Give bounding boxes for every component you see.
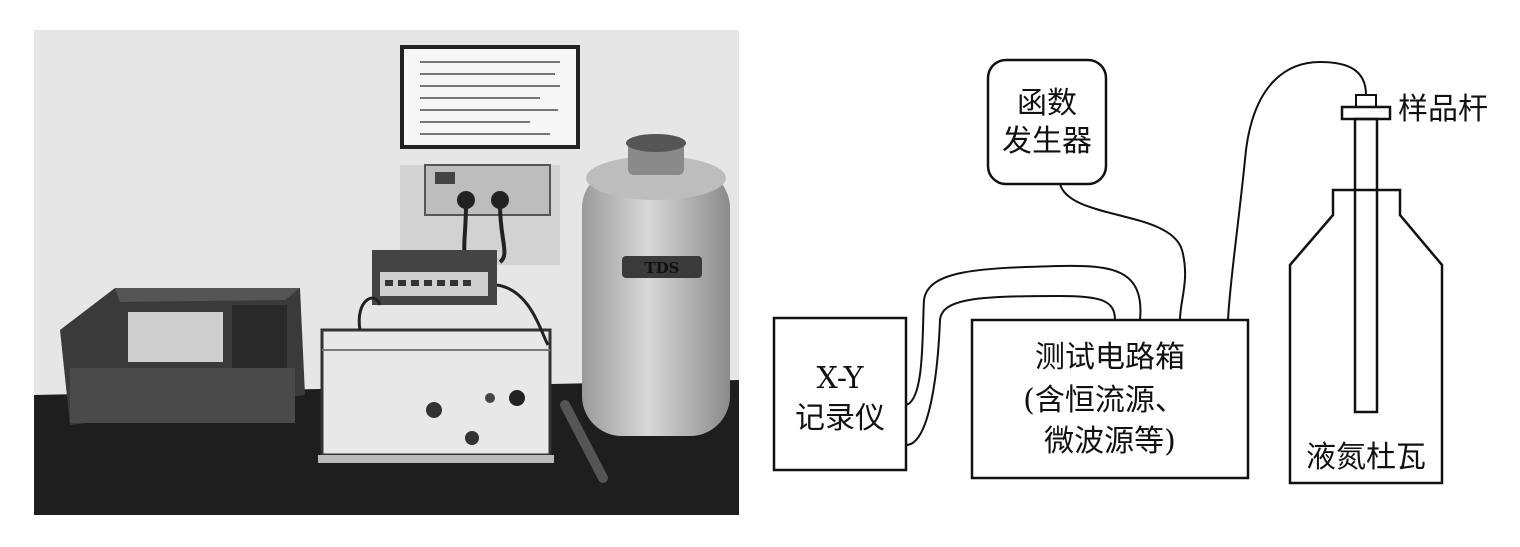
photo-dewar-label bbox=[622, 256, 702, 278]
xy-recorder-label-line2: 记录仪 bbox=[795, 401, 885, 436]
test-circuit-label-line3: 微波源等) bbox=[1044, 424, 1176, 459]
photo-xy-recorder-controls bbox=[232, 305, 287, 375]
photo-dewar-cap bbox=[626, 134, 686, 152]
photo-dewar-body bbox=[582, 168, 730, 436]
dewar-outline bbox=[1288, 188, 1444, 485]
socket-2 bbox=[491, 191, 509, 209]
function-generator-label-line1: 函数 bbox=[1017, 86, 1077, 121]
photo-knob-1 bbox=[426, 402, 442, 418]
photo-xy-recorder-top bbox=[115, 288, 300, 302]
xy-recorder-label-line1: X-Y bbox=[817, 361, 865, 396]
test-circuit-label-line2: (含恒流源、 bbox=[1023, 383, 1185, 418]
sample-rod-flange bbox=[1340, 105, 1392, 121]
socket-switch bbox=[435, 172, 455, 184]
wire-recorder-outer bbox=[905, 264, 1142, 406]
photo-function-generator-keys bbox=[385, 280, 471, 286]
wire-box-to-sample-rod bbox=[1227, 60, 1367, 321]
wire-recorder-inner bbox=[905, 294, 1116, 446]
test-circuit-box bbox=[970, 318, 1250, 480]
photo-knob-4 bbox=[485, 393, 495, 403]
sample-rod-top bbox=[1355, 94, 1377, 108]
wall-notice-text bbox=[420, 61, 560, 135]
photo-wire-a bbox=[357, 296, 382, 331]
xy-recorder-box bbox=[772, 316, 908, 472]
photo-wire-b bbox=[496, 283, 550, 346]
photo-xy-recorder-paper bbox=[128, 312, 223, 362]
function-generator-box bbox=[986, 58, 1108, 186]
wire-generator-to-box bbox=[1059, 183, 1187, 321]
photo-test-circuit-box-base bbox=[318, 455, 554, 463]
sample-rod-label: 样品杆 bbox=[1398, 92, 1488, 127]
sample-rod-shaft bbox=[1353, 117, 1379, 414]
test-circuit-label-line1: 测试电路箱 bbox=[1035, 340, 1185, 375]
photo-knob-3 bbox=[509, 390, 525, 406]
socket-1 bbox=[457, 191, 475, 209]
function-generator-label-line2: 发生器 bbox=[1002, 124, 1092, 159]
photo-dewar-shoulder bbox=[586, 156, 726, 200]
wall-socket-panel bbox=[424, 164, 551, 216]
photo-xy-recorder-front bbox=[70, 368, 295, 423]
apparatus-photo: TDS bbox=[34, 30, 739, 515]
photo-cable-2 bbox=[498, 204, 507, 264]
dewar-label: 液氮杜瓦 bbox=[1306, 440, 1426, 475]
photo-knob-2 bbox=[465, 431, 479, 445]
photo-dewar-marking: TDS bbox=[644, 259, 679, 277]
photo-sample-rod bbox=[560, 400, 608, 483]
